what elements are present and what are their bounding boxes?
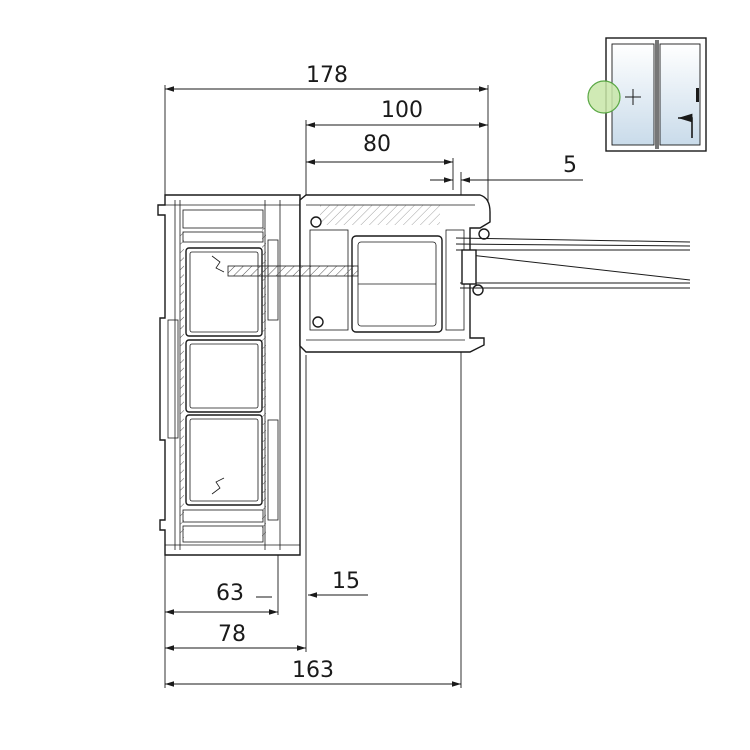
- dimension-label-163: 163: [292, 658, 334, 683]
- top-dimensions: 178 100 80 5: [164, 63, 583, 205]
- dimension-label-78: 78: [218, 622, 246, 647]
- sliding-window-thumbnail: [587, 37, 707, 152]
- dimension-label-100: 100: [381, 98, 423, 123]
- dimension-label-5: 5: [563, 153, 577, 178]
- glass-pane: [455, 237, 691, 289]
- sash-profile: [227, 194, 491, 353]
- dimension-label-178: 178: [306, 63, 348, 88]
- dimension-label-63: 63: [216, 581, 244, 606]
- frame-profile: [157, 194, 301, 556]
- sliding-direction-arrow-icon: [678, 113, 693, 138]
- bottom-dimensions: 63 15 78 163: [164, 350, 462, 688]
- dimension-label-80: 80: [363, 132, 391, 157]
- section-marker-circle: [587, 80, 621, 114]
- dimension-label-15: 15: [332, 569, 360, 594]
